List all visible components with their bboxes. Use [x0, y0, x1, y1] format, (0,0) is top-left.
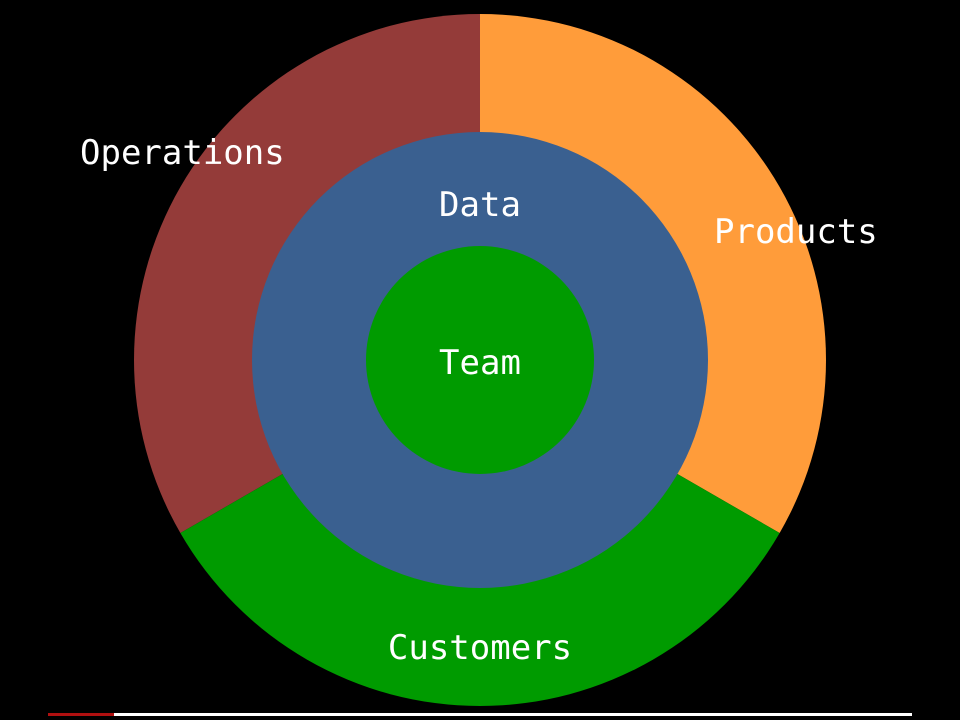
- label-operations: Operations: [80, 133, 285, 173]
- slide-progress-bar: [48, 713, 912, 716]
- label-products: Products: [714, 212, 878, 252]
- label-team: Team: [439, 343, 521, 383]
- slide-progress-fill: [48, 713, 114, 716]
- core-team: [366, 246, 594, 474]
- label-data: Data: [439, 185, 521, 225]
- label-customers: Customers: [388, 628, 572, 668]
